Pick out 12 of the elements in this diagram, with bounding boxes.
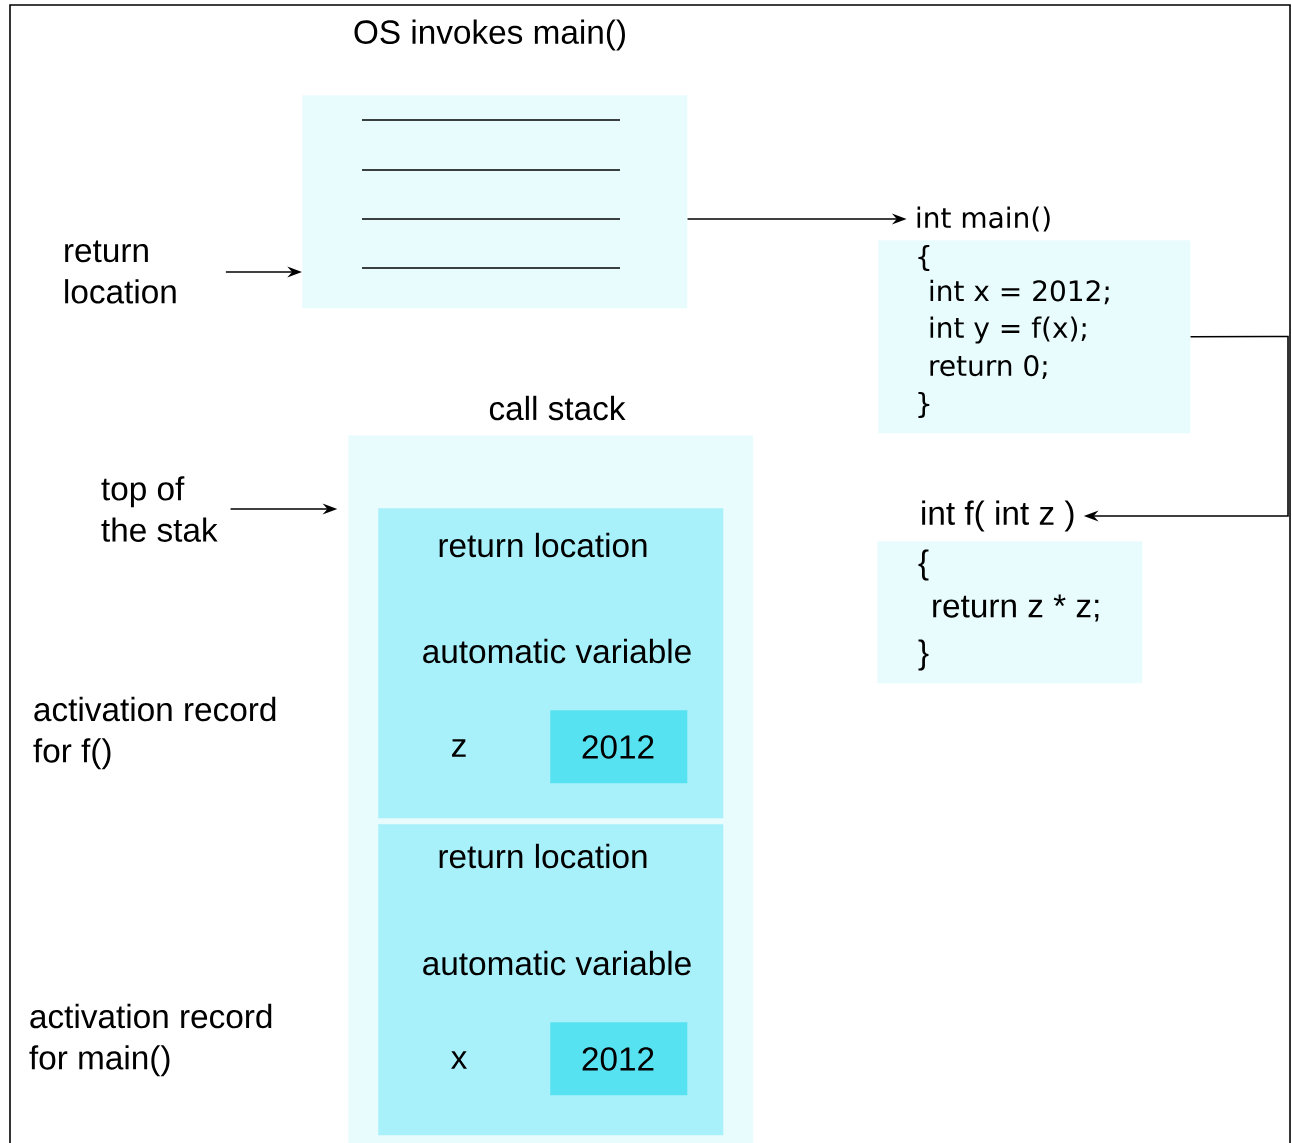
value-box: 2012: [550, 1022, 688, 1096]
code-box: int main() { int x = 2012; int y = f(x); return 0; }: [878, 206, 1191, 434]
node-label: int f( int z ): [922, 500, 1074, 532]
pointer-label: top of the stak: [101, 476, 218, 542]
memory-box: OS invokes main(): [302, 19, 688, 309]
code-box: int f( int z ) { return z * z; }: [877, 500, 1143, 684]
value-box: 2012: [550, 710, 688, 784]
side-label: activation record for f(): [33, 696, 276, 770]
node-label: call stack: [489, 395, 626, 421]
node-label: int main(): [917, 206, 1050, 232]
pointer-label: return location: [65, 240, 176, 304]
side-label: activation record for main(): [29, 1003, 272, 1077]
